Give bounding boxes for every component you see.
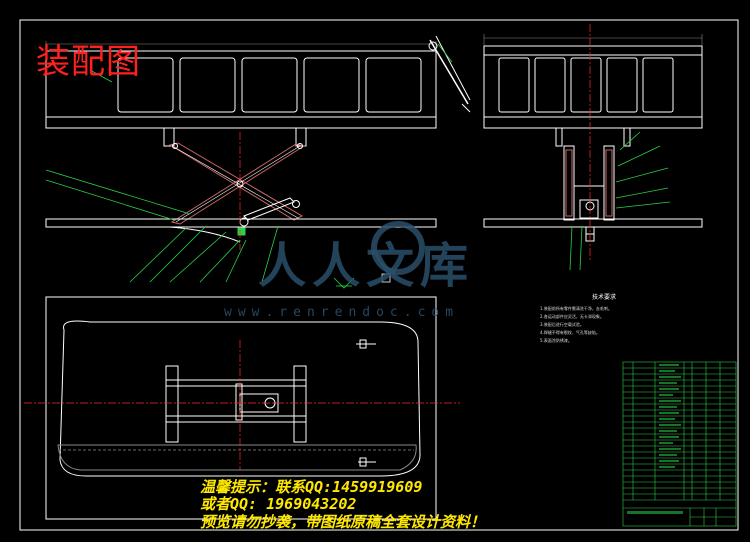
front-view (45, 35, 471, 243)
watermark-logo (371, 221, 425, 275)
technical-notes-title: 技术要求 (592, 294, 617, 301)
detail-view (333, 273, 391, 289)
technical-note: 2.各运动部件应灵活，无卡滞现象。 (540, 314, 604, 319)
watermark-text: 人人文库 (258, 238, 475, 294)
leader-lines (45, 43, 671, 283)
contact-notice-line-3: 预览请勿抄袭，带图纸原稿全套设计资料！ (200, 513, 486, 531)
technical-note: 4.焊缝不得有裂纹、气孔等缺陷。 (540, 330, 600, 335)
contact-notice-line-1: 温馨提示：联系QQ:1459919609 (200, 478, 423, 496)
technical-note: 5.表面涂防锈漆。 (540, 338, 572, 343)
contact-notice-line-2: 或者QQ: 1969043202 (200, 495, 357, 513)
technical-note: 3.装配后进行空载试验。 (540, 322, 584, 327)
centerlines (24, 24, 591, 470)
bom-cells (627, 364, 683, 514)
title-block (622, 361, 737, 527)
technical-note: 1.装配前所有零件需清洗干净，去毛刺。 (540, 306, 612, 311)
watermark-url: www.renrendoc.com (224, 305, 460, 320)
drawing-title: 装配图 (36, 42, 141, 82)
side-view (483, 34, 703, 242)
plan-view (45, 296, 437, 520)
drawing-frame (19, 19, 739, 531)
